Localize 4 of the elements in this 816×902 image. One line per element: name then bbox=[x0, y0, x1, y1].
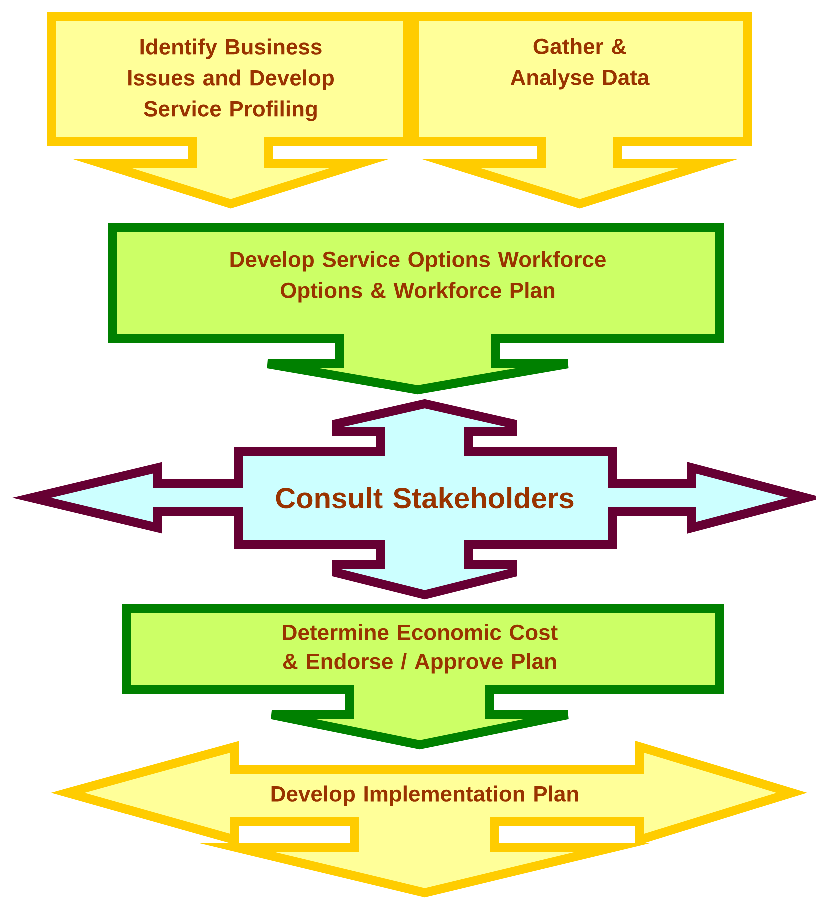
arrow-callout: Determine Economic Cost & Endorse / Approve Plan bbox=[122, 604, 724, 750]
arrow-callout: Identify Business Issues and Develop Service Profiling bbox=[48, 12, 412, 209]
arrow-callout: Develop Service Options Workforce Options & Workforce Plan bbox=[108, 224, 724, 395]
arrow-callout: Gather & Analyse Data bbox=[410, 12, 752, 209]
